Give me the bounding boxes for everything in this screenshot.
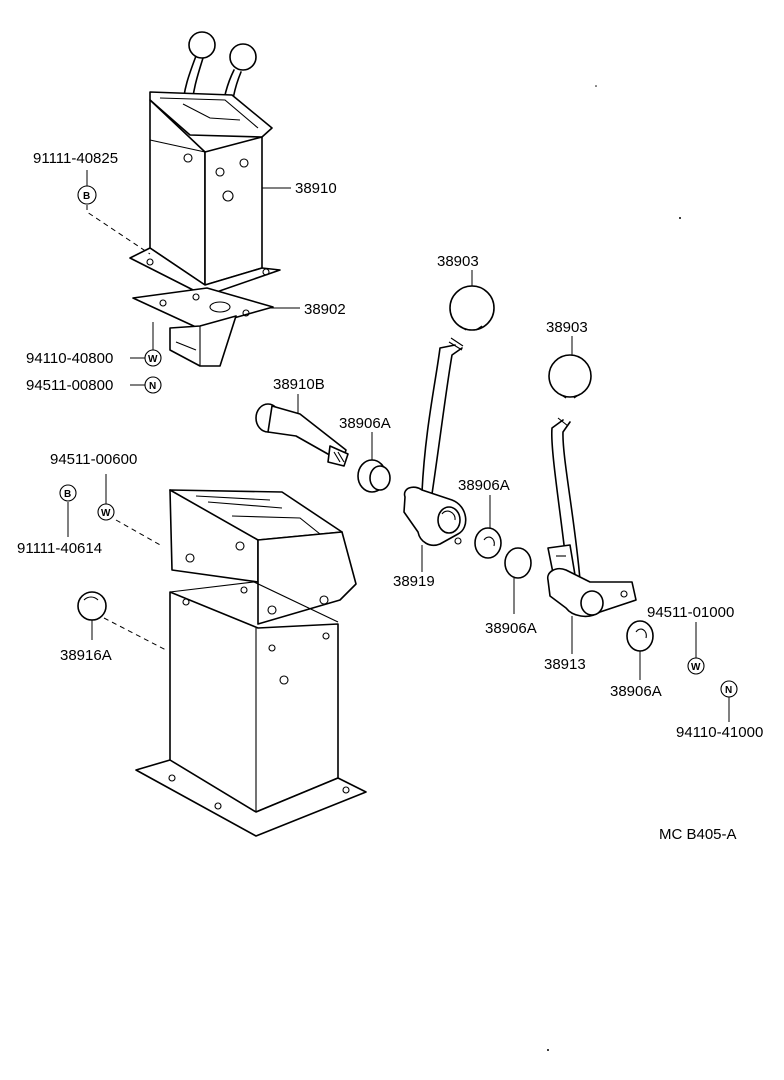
lower-shift-housing bbox=[135, 489, 367, 837]
nut-symbol-text-2: N bbox=[725, 685, 732, 696]
label-38906a-3: 38906A bbox=[485, 620, 537, 637]
nut-symbol-94511-00800: N bbox=[144, 376, 162, 394]
leader-lines bbox=[67, 170, 730, 722]
washer-symbol-94511-01000: W bbox=[687, 657, 705, 675]
washer-symbol-text-2: W bbox=[101, 508, 111, 519]
label-94110-41000: 94110-41000 bbox=[676, 724, 763, 741]
washer-symbol-94110-40800: W bbox=[144, 349, 162, 367]
pivot-pin-38910b bbox=[255, 403, 349, 467]
scan-specks bbox=[547, 85, 681, 1051]
shift-lever-38913 bbox=[546, 417, 637, 618]
knob-38903-a bbox=[449, 285, 495, 331]
diagram-code: MC B405-A bbox=[659, 826, 737, 843]
bushing-38906a-4 bbox=[626, 620, 654, 652]
label-38913: 38913 bbox=[544, 656, 586, 673]
label-94511-01000: 94511-01000 bbox=[647, 604, 734, 621]
bolt-symbol-91111-40825: B bbox=[77, 185, 97, 205]
label-94110-40800: 94110-40800 bbox=[26, 350, 113, 367]
label-38903-a: 38903 bbox=[437, 253, 479, 270]
washer-symbol-text-1: W bbox=[148, 354, 158, 365]
part-labels: 91111-40825 38910 38902 94110-40800 9451… bbox=[17, 150, 763, 843]
label-94511-00800: 94511-00800 bbox=[26, 377, 113, 394]
label-38906a-1: 38906A bbox=[339, 415, 391, 432]
bolt-symbol-text-2: B bbox=[64, 489, 71, 500]
washer-symbol-94511-00600: W bbox=[97, 503, 115, 521]
bolt-symbol-text-1: B bbox=[83, 191, 90, 202]
nut-symbol-94110-41000: N bbox=[720, 680, 738, 698]
label-38906a-4: 38906A bbox=[610, 683, 662, 700]
base-plate-38902 bbox=[132, 287, 274, 367]
ball-38916a bbox=[77, 591, 107, 621]
label-94511-00600: 94511-00600 bbox=[50, 451, 137, 468]
nut-symbol-text-1: N bbox=[149, 381, 156, 392]
label-38910: 38910 bbox=[295, 180, 337, 197]
label-91111-40614: 91111-40614 bbox=[17, 540, 102, 557]
shift-lever-38919 bbox=[403, 337, 467, 547]
bushing-38906a-2 bbox=[474, 527, 502, 559]
label-91111-40825: 91111-40825 bbox=[33, 150, 118, 167]
knob-38903-b bbox=[548, 354, 592, 399]
label-38910b: 38910B bbox=[273, 376, 325, 393]
label-38916a: 38916A bbox=[60, 647, 112, 664]
bushing-38906a-3 bbox=[504, 547, 532, 579]
label-38919: 38919 bbox=[393, 573, 435, 590]
washer-symbol-text-3: W bbox=[691, 662, 701, 673]
bolt-symbol-91111-40614: B bbox=[59, 484, 77, 502]
label-38906a-2: 38906A bbox=[458, 477, 510, 494]
bushing-38906a-1 bbox=[357, 459, 391, 493]
label-38902: 38902 bbox=[304, 301, 346, 318]
lever-housing-assembly-38910 bbox=[129, 31, 281, 297]
label-38903-b: 38903 bbox=[546, 319, 588, 336]
